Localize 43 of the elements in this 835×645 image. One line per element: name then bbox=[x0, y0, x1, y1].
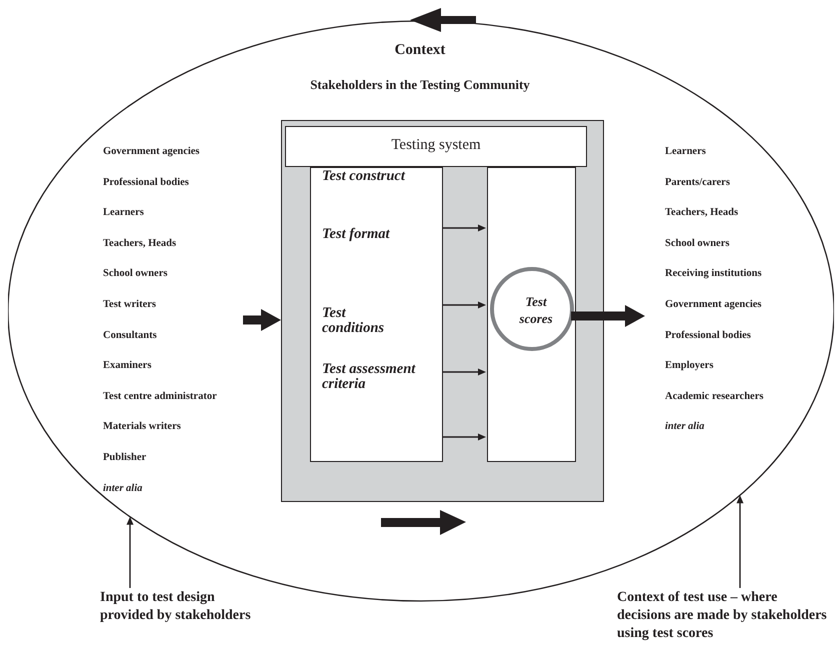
arrow bbox=[126, 516, 134, 588]
list-item: Publisher bbox=[103, 452, 148, 463]
list-item: Test centre administrator bbox=[103, 390, 218, 402]
arrow bbox=[243, 309, 281, 331]
list-item: School owners bbox=[103, 268, 168, 280]
list-item: Government agencies bbox=[103, 146, 201, 157]
test-output-column bbox=[487, 167, 576, 462]
list-item: Teachers, Heads bbox=[103, 238, 178, 249]
list-item: Professional bodies bbox=[103, 176, 190, 188]
list-item: Receiving institutions bbox=[665, 268, 763, 280]
title-band: Testing system bbox=[285, 126, 587, 167]
test-design-column bbox=[310, 167, 443, 462]
note-text: Input to test design provided by stakeholders bbox=[100, 589, 252, 625]
list-item: Employers bbox=[665, 360, 714, 372]
heading: Context bbox=[394, 42, 446, 59]
list-item: Professional bodies bbox=[665, 330, 752, 341]
list-item: Parents/carers bbox=[665, 176, 731, 188]
component-label: Test assessment criteria bbox=[322, 362, 416, 392]
list-item: Test writers bbox=[103, 299, 157, 310]
component-label: Test construct bbox=[322, 169, 406, 184]
list-item: Teachers, Heads bbox=[665, 207, 740, 218]
arrow bbox=[442, 224, 486, 232]
arrow bbox=[442, 368, 486, 376]
list-item: Consultants bbox=[103, 330, 158, 341]
list-item: Examiners bbox=[103, 360, 152, 372]
arrow bbox=[442, 434, 486, 440]
list-item: School owners bbox=[665, 238, 730, 249]
list-item: Learners bbox=[665, 146, 707, 157]
list-item: inter alia bbox=[665, 421, 706, 432]
list-item: Learners bbox=[103, 207, 145, 218]
list-item: Materials writers bbox=[103, 421, 182, 432]
subheading: Stakeholders in the Testing Community bbox=[309, 77, 531, 93]
component-label: Test format bbox=[322, 227, 391, 242]
arrow bbox=[736, 495, 744, 588]
arrow bbox=[442, 302, 486, 308]
arrow bbox=[571, 305, 645, 327]
component-label: Test conditions bbox=[322, 306, 386, 336]
testing-system-panel bbox=[281, 120, 604, 502]
list-item: Academic researchers bbox=[665, 390, 764, 402]
note-text: Context of test use – where decisions are made by stakeholders using test scores bbox=[617, 589, 828, 643]
circle-label: Test scores bbox=[518, 293, 554, 327]
list-item: Government agencies bbox=[665, 299, 763, 310]
list-item: inter alia bbox=[103, 482, 144, 494]
